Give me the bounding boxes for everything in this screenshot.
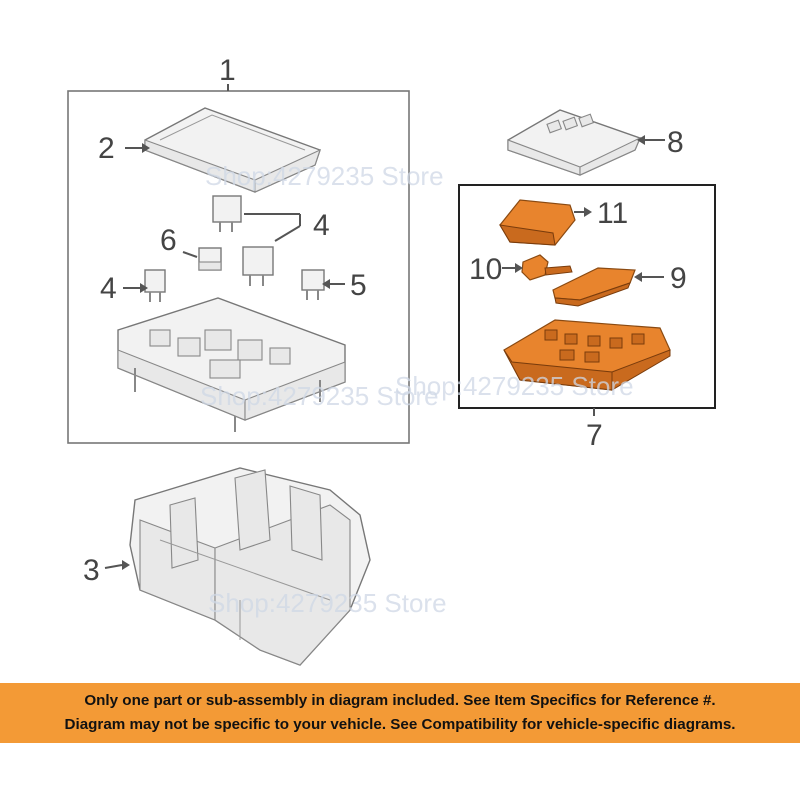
maxi-fuse <box>301 269 325 300</box>
disclaimer-banner: Only one part or sub-assembly in diagram… <box>0 683 800 743</box>
watermark-2: Shop:4279235 Store <box>200 381 439 411</box>
fuse-box-cover <box>144 107 321 193</box>
fuse-block[interactable] <box>503 319 671 391</box>
disclaimer-line-2: Diagram may not be specific to your vehi… <box>64 716 736 733</box>
small-cover <box>507 109 642 176</box>
cable-connector[interactable] <box>521 254 573 281</box>
assembly-frame-1 <box>67 90 410 444</box>
mini-relay <box>198 247 222 271</box>
callout-8: 8 <box>667 126 684 159</box>
callout-1: 1 <box>219 54 236 87</box>
callout-4-top: 4 <box>313 209 330 242</box>
relay-top <box>212 195 242 232</box>
callout-9: 9 <box>670 262 687 295</box>
watermark-4: Shop:4279235 Store <box>208 588 447 618</box>
callout-4-left: 4 <box>100 272 117 305</box>
callout-6: 6 <box>160 224 177 257</box>
disclaimer-line-1: Only one part or sub-assembly in diagram… <box>84 692 716 709</box>
assembly-frame-7 <box>458 184 716 409</box>
mounting-bracket <box>129 467 371 666</box>
watermark-3: Shop:4279235 Store <box>395 371 634 401</box>
watermark-1: Shop:4279235 Store <box>205 161 444 191</box>
bus-bar[interactable] <box>552 267 636 307</box>
callout-2: 2 <box>98 132 115 165</box>
relay-left <box>144 269 166 302</box>
callout-5: 5 <box>350 269 367 302</box>
callout-7: 7 <box>586 419 603 452</box>
fuse-block-base <box>117 297 346 432</box>
callout-10: 10 <box>469 253 502 286</box>
callout-3: 3 <box>83 554 100 587</box>
relay-middle <box>242 246 274 286</box>
callout-11: 11 <box>597 197 628 230</box>
terminal-cover[interactable] <box>499 199 576 246</box>
